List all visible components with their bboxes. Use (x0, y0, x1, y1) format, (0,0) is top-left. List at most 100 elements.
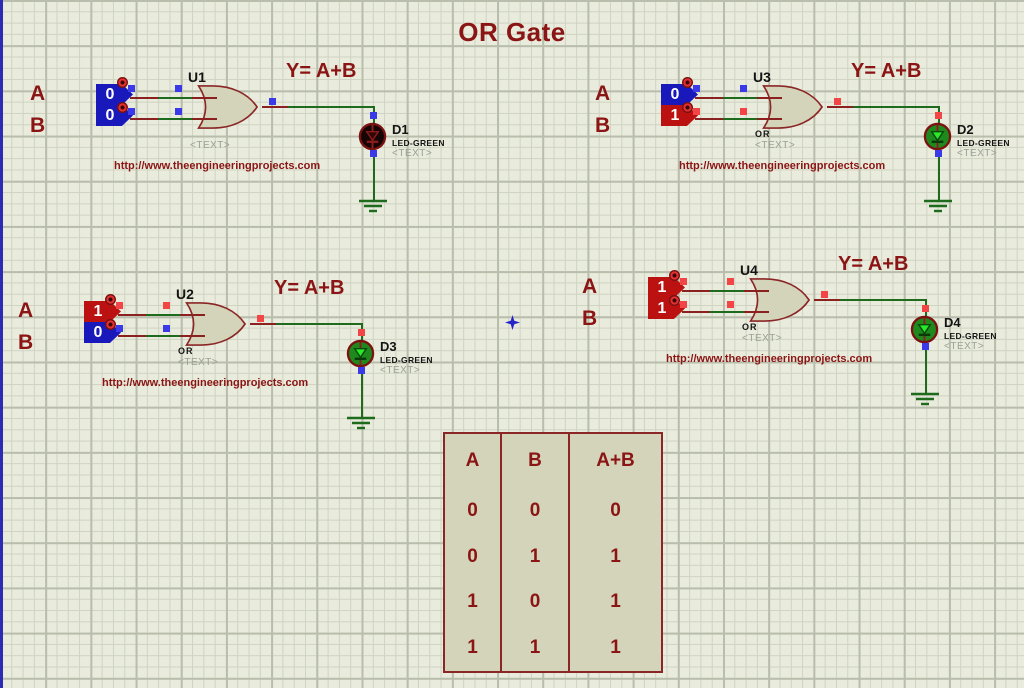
wire-input-b[interactable] (710, 311, 744, 313)
wire-input-a[interactable] (744, 290, 769, 292)
or-gate-symbol[interactable] (192, 84, 263, 130)
logic-state-input-a[interactable]: 0 (661, 84, 698, 105)
input-a-label: A (595, 82, 611, 105)
wire-input-b[interactable] (192, 118, 217, 120)
wire-input-a[interactable] (158, 97, 192, 99)
selection-marker (116, 325, 123, 332)
selection-marker (370, 112, 377, 119)
wire-input-a[interactable] (695, 97, 723, 99)
wire-input-a[interactable] (130, 97, 158, 99)
led-text-placeholder: <TEXT> (957, 148, 998, 159)
led-reference-label: D4 (944, 315, 961, 330)
wire-input-b[interactable] (723, 118, 757, 120)
or-gate-circuit: A B 0 0 U1 <TEXT> Y= A+B D1 LED-GREEN < (20, 60, 490, 225)
toggle-button-b[interactable] (105, 319, 116, 330)
selection-marker (693, 108, 700, 115)
wire-output[interactable] (853, 106, 940, 108)
truth-table-header: A+B (596, 450, 635, 471)
led-symbol[interactable] (358, 122, 387, 151)
watermark-url: http://www.theengineeringprojects.com (114, 160, 321, 172)
selection-marker (358, 367, 365, 374)
wire-input-b[interactable] (118, 335, 146, 337)
wire-input-a[interactable] (118, 314, 146, 316)
selection-marker (821, 291, 828, 298)
wire-input-a[interactable] (180, 314, 205, 316)
toggle-button-a[interactable] (105, 294, 116, 305)
or-gate-symbol[interactable] (744, 277, 815, 323)
logic-state-input-a[interactable]: 1 (84, 301, 121, 322)
or-gate-symbol[interactable] (180, 301, 251, 347)
wire-input-a[interactable] (710, 290, 744, 292)
wire-input-a[interactable] (723, 97, 757, 99)
selection-marker (269, 98, 276, 105)
wire-input-b[interactable] (757, 118, 782, 120)
ground-symbol[interactable] (358, 199, 388, 215)
selection-marker (834, 98, 841, 105)
wire-output[interactable] (276, 323, 363, 325)
selection-marker (358, 329, 365, 336)
truth-table-header: A (445, 434, 502, 488)
selection-marker (727, 301, 734, 308)
or-gate-circuit: A B 1 1 U4 OR <TEXT> Y= A+B D4 LED-GREEN (572, 253, 1024, 418)
truth-table-cell: 0 (445, 533, 502, 580)
wire-input-b[interactable] (682, 311, 710, 313)
truth-table-cell: 1 (610, 545, 621, 567)
wire-output[interactable] (814, 299, 840, 301)
truth-table-cell: 0 (502, 488, 570, 534)
truth-table-header: B (502, 434, 570, 488)
led-model-label: LED-GREEN (392, 138, 445, 148)
ground-symbol[interactable] (923, 199, 953, 215)
wire-input-a[interactable] (682, 290, 710, 292)
led-text-placeholder: <TEXT> (380, 365, 421, 376)
selection-marker (163, 325, 170, 332)
wire-input-a[interactable] (757, 97, 782, 99)
truth-table-cell: 1 (445, 625, 502, 671)
wire-input-a[interactable] (192, 97, 217, 99)
toggle-button-a[interactable] (669, 270, 680, 281)
toggle-button-a[interactable] (682, 77, 693, 88)
toggle-button-b[interactable] (682, 102, 693, 113)
wire-output[interactable] (262, 106, 288, 108)
wire-input-b[interactable] (146, 335, 180, 337)
wire-input-b[interactable] (744, 311, 769, 313)
gate-reference-label: U3 (753, 69, 771, 85)
gate-text-placeholder: <TEXT> (742, 333, 783, 344)
or-gate-symbol[interactable] (757, 84, 828, 130)
selection-marker (175, 85, 182, 92)
led-symbol[interactable] (346, 339, 375, 368)
wire-input-b[interactable] (180, 335, 205, 337)
wire-input-b[interactable] (130, 118, 158, 120)
ground-symbol[interactable] (346, 416, 376, 432)
output-formula-label: Y= A+B (274, 277, 345, 299)
logic-state-input-a[interactable]: 1 (648, 277, 685, 298)
wire-output[interactable] (250, 323, 276, 325)
wire-led-ground[interactable] (361, 367, 363, 417)
input-a-label: A (18, 299, 34, 322)
wire-led-ground[interactable] (925, 343, 927, 393)
toggle-button-b[interactable] (117, 102, 128, 113)
wire-output[interactable] (840, 299, 927, 301)
selection-marker (935, 112, 942, 119)
led-text-placeholder: <TEXT> (392, 148, 433, 159)
toggle-button-b[interactable] (669, 295, 680, 306)
wire-input-b[interactable] (158, 118, 192, 120)
led-symbol[interactable] (910, 315, 939, 344)
wire-input-a[interactable] (146, 314, 180, 316)
selection-marker (370, 150, 377, 157)
or-gate-circuit: A B 1 0 U2 OR <TEXT> Y= A+B D3 LED-GREEN (8, 277, 478, 442)
toggle-button-a[interactable] (117, 77, 128, 88)
truth-table-cell: 1 (610, 591, 621, 613)
wire-output[interactable] (827, 106, 853, 108)
wire-output[interactable] (288, 106, 375, 108)
selection-marker (740, 85, 747, 92)
truth-table-cell: 1 (502, 625, 570, 671)
led-reference-label: D2 (957, 122, 974, 137)
wire-input-b[interactable] (695, 118, 723, 120)
led-symbol[interactable] (923, 122, 952, 151)
gate-text-placeholder: <TEXT> (190, 140, 231, 151)
wire-led-ground[interactable] (938, 150, 940, 200)
ground-symbol[interactable] (910, 392, 940, 408)
logic-state-input-a[interactable]: 0 (96, 84, 133, 105)
wire-led-ground[interactable] (373, 150, 375, 200)
